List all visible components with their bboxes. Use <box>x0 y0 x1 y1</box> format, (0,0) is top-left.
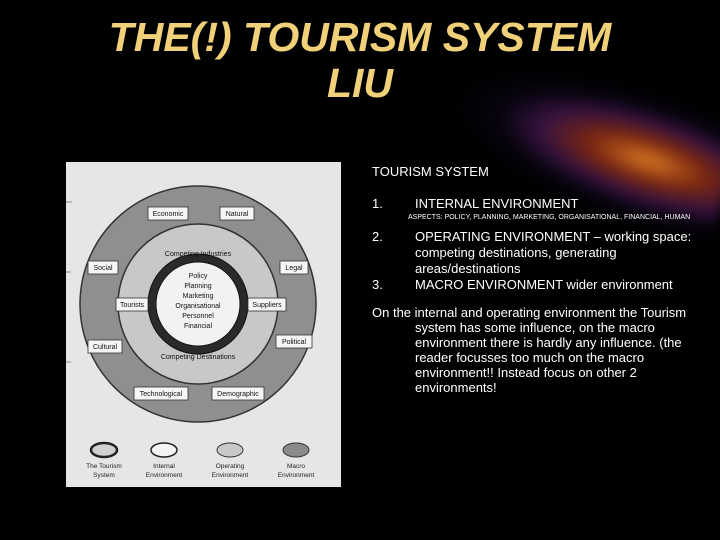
core-line: Policy <box>189 273 208 280</box>
sector-label: Social <box>93 265 113 272</box>
suppliers-box <box>247 297 287 312</box>
sector-label: Demographic <box>217 391 259 398</box>
sector-label: Tourists <box>120 302 145 309</box>
social-box <box>87 260 119 275</box>
demographic-box <box>211 386 265 401</box>
title-line-2: LIU <box>326 60 394 106</box>
legal-box <box>279 260 309 275</box>
economic-box <box>147 206 189 221</box>
cultural-box <box>87 339 123 354</box>
sector-label: Legal <box>285 265 303 272</box>
text-panel: TOURISM SYSTEM 1. INTERNAL ENVIRONMENT A… <box>372 164 702 395</box>
legend-tourism-system-swatch <box>89 441 119 459</box>
item-number: 1. <box>372 196 383 211</box>
list-item: 3. MACRO ENVIRONMENT wider environment <box>372 277 702 293</box>
technological-box <box>133 386 189 401</box>
title-line-1: THE(!) TOURISM SYSTEM <box>108 14 612 60</box>
summary-paragraph: On the internal and operating environmen… <box>372 305 687 395</box>
legend-label: System <box>93 472 115 479</box>
legend-label: Environment <box>278 472 315 479</box>
political-box <box>275 334 313 349</box>
legend-operating-swatch <box>216 442 244 458</box>
tourism-system-core <box>155 261 241 347</box>
sector-label: Cultural <box>93 344 118 351</box>
core-line: Financial <box>184 323 212 330</box>
sector-label: Economic <box>153 211 184 218</box>
legend-label: Environment <box>212 472 249 479</box>
legend-label: Environment <box>146 472 183 479</box>
legend-macro-swatch <box>282 442 310 458</box>
legend-label: The Tourism <box>86 463 122 470</box>
diagram-svg: Economic Natural Social Legal Tourists S… <box>66 185 317 479</box>
core-line: Marketing <box>183 293 214 300</box>
core-line: Personnel <box>182 313 214 320</box>
item-text: INTERNAL ENVIRONMENT <box>415 196 579 211</box>
legend-label: Operating <box>216 463 245 470</box>
sector-label: Suppliers <box>252 302 282 309</box>
sector-label: Political <box>282 339 307 346</box>
core-line: Organisational <box>175 303 221 310</box>
slide-title: THE(!) TOURISM SYSTEM LIU <box>0 14 720 106</box>
natural-box <box>219 206 255 221</box>
item-number: 3. <box>372 277 383 292</box>
item-text: OPERATING ENVIRONMENT – working space: c… <box>415 229 692 276</box>
list-item: 2. OPERATING ENVIRONMENT – working space… <box>372 229 702 277</box>
list-item: 1. INTERNAL ENVIRONMENT <box>372 196 702 212</box>
panel-heading: TOURISM SYSTEM <box>372 164 489 179</box>
item-number: 2. <box>372 229 383 244</box>
competing-destinations-label: Competing Destinations <box>161 354 236 361</box>
legend-label: Internal <box>153 463 175 470</box>
sector-label: Natural <box>226 211 249 218</box>
competing-industries-label: Competing Industries <box>165 251 232 258</box>
tourism-system-diagram: Economic Natural Social Legal Tourists S… <box>66 162 341 487</box>
item-text: MACRO ENVIRONMENT wider environment <box>415 277 673 292</box>
core-line: Planning <box>184 283 211 290</box>
legend-label: Macro <box>287 463 305 470</box>
sector-label: Technological <box>140 391 183 398</box>
aspects-note: ASPECTS: POLICY, PLANNING, MARKETING, OR… <box>408 214 691 221</box>
tourists-box <box>115 297 149 312</box>
legend-internal-swatch <box>150 442 178 458</box>
